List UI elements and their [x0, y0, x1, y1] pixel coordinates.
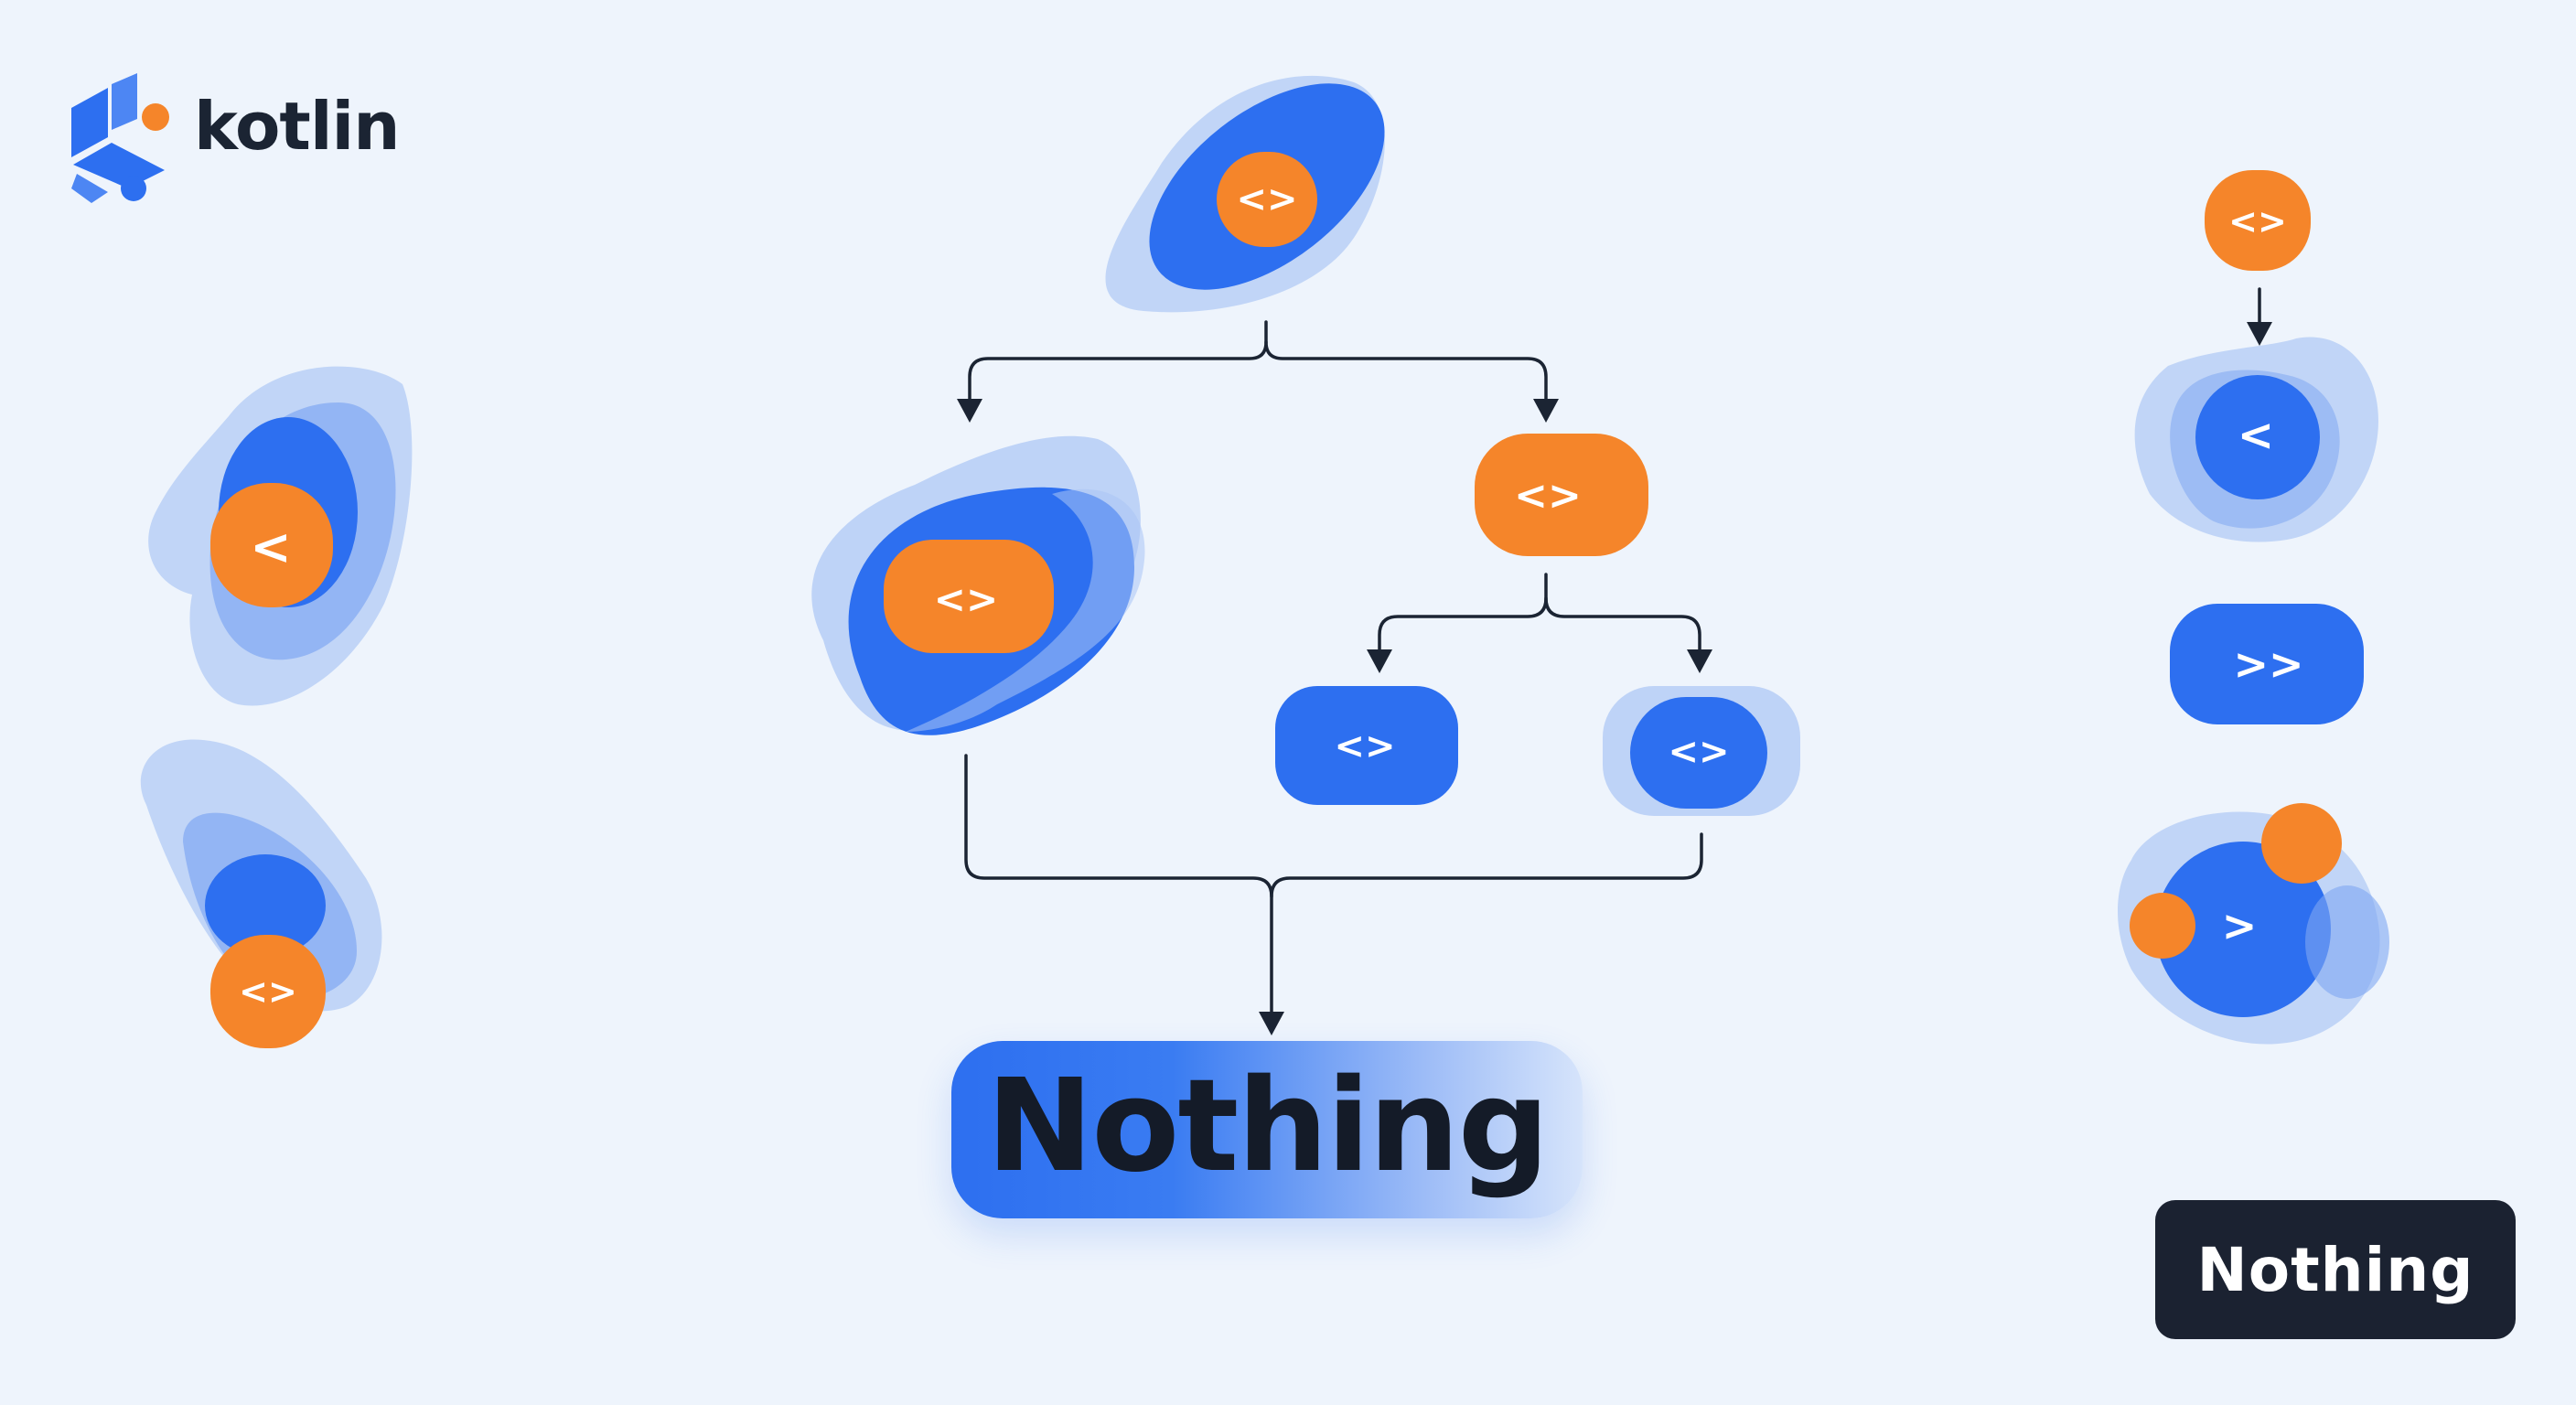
connector-lines [964, 287, 2261, 1015]
left-blob-diamond-symbol: <> [239, 971, 297, 1012]
right-node-double-symbol: >> [2233, 639, 2303, 689]
right-blob-greater: > [2118, 803, 2389, 1045]
right-node-double: >> [2170, 604, 2364, 724]
right-node-top-symbol: <> [2228, 201, 2287, 241]
node-leaf-left-symbol: <> [1334, 725, 1395, 767]
node-right-branch: <> [1475, 434, 1648, 556]
node-root: <> [1105, 75, 1385, 313]
node-root-symbol: <> [1236, 178, 1297, 220]
node-leaf-left: <> [1275, 686, 1458, 805]
node-leaf-right-symbol: <> [1668, 731, 1729, 773]
arrowheads [957, 322, 2272, 1035]
nothing-badge-label: Nothing [2196, 1234, 2474, 1305]
left-blob-less-symbol: < [250, 519, 291, 576]
nothing-main-node: Nothing [951, 1041, 1583, 1218]
logo-text: kotlin [194, 88, 400, 165]
kotlin-logo-icon [71, 73, 169, 203]
node-left-branch-symbol: <> [934, 577, 998, 622]
node-right-branch-symbol: <> [1514, 473, 1582, 520]
right-node-top: <> [2205, 170, 2311, 271]
node-leaf-right: <> [1603, 686, 1800, 816]
left-blob-less: < [148, 366, 413, 706]
right-blob-less: < [2134, 337, 2378, 542]
right-blob-less-symbol: < [2238, 410, 2274, 461]
nothing-main-label: Nothing [986, 1052, 1550, 1201]
left-blob-diamond: <> [140, 739, 382, 1048]
node-left-branch: <> [811, 435, 1145, 735]
right-blob-greater-symbol: > [2222, 901, 2258, 950]
nothing-badge: Nothing [2155, 1200, 2516, 1339]
